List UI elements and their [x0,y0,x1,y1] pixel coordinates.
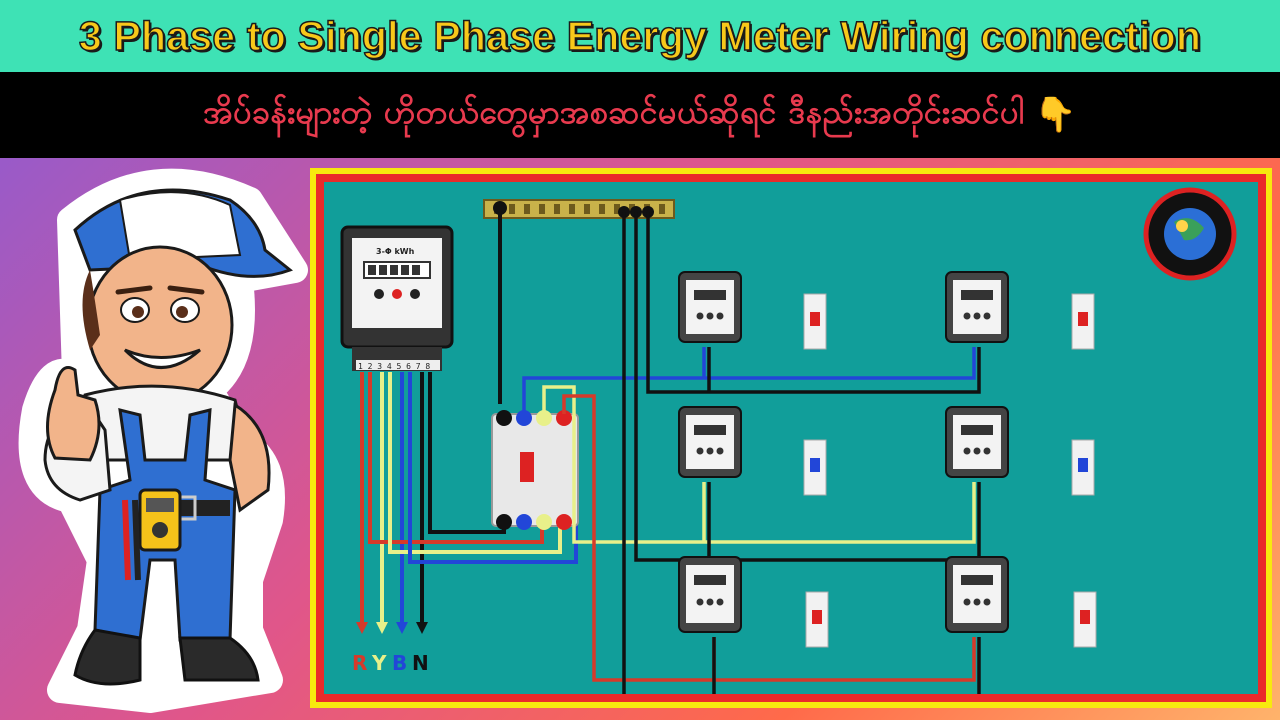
three-phase-meter-icon [340,225,454,371]
page-title: 3 Phase to Single Phase Energy Meter Wir… [78,12,1202,60]
mcb-icon [1071,439,1095,496]
electrician-mascot [18,168,308,713]
wiring-frame: 3-Φ kWh 1 2 3 4 5 6 7 8 R Y B [310,168,1272,708]
phase-r-label: R [352,651,367,675]
mcb-icon [803,293,827,350]
mccb-breaker-icon [491,410,579,530]
single-phase-meter-icon [678,556,742,633]
main-meter-terminals: 1 2 3 4 5 6 7 8 [358,362,430,371]
single-phase-meter-icon [945,406,1009,478]
wiring-diagram: 3-Φ kWh 1 2 3 4 5 6 7 8 R Y B [340,187,1237,694]
mcb-icon [1071,293,1095,350]
wiring-board: 3-Φ kWh 1 2 3 4 5 6 7 8 R Y B [324,182,1258,694]
phase-b-label: B [392,651,407,675]
single-phase-meter-icon [945,556,1009,633]
title-banner: 3 Phase to Single Phase Energy Meter Wir… [0,0,1280,72]
phase-n-label: N [412,651,429,675]
phase-y-label: Y [371,651,387,675]
pointing-down-icon: 👇 [1034,95,1077,135]
single-phase-meter-icon [945,271,1009,343]
single-phase-meter-icon [678,406,742,478]
mcb-icon [805,591,829,648]
single-phase-meter-icon [678,271,742,343]
logo-globe-icon [1143,187,1237,281]
mcb-icon [1073,591,1097,648]
subtitle-banner: အိပ်ခန်းများတဲ့ ဟိုတယ်တွေမှာအစဆင်မယ်ဆိုရ… [0,72,1280,158]
subtitle-text: အိပ်ခန်းများတဲ့ ဟိုတယ်တွေမှာအစဆင်မယ်ဆိုရ… [203,93,1025,131]
main-meter-label: 3-Φ kWh [376,247,415,256]
mcb-icon [803,439,827,496]
